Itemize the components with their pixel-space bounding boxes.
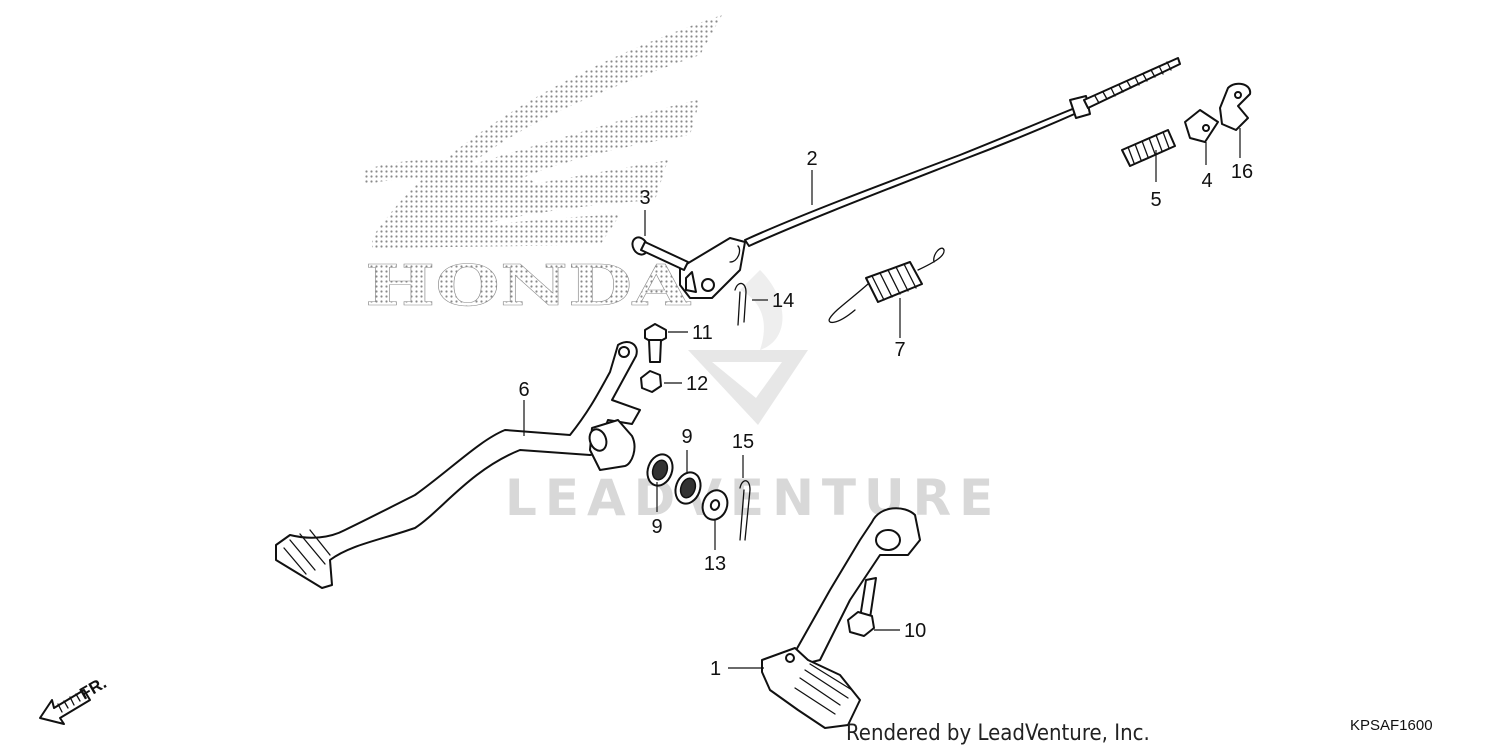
front-arrow-icon (39, 689, 91, 725)
honda-logo-text: HONDA (365, 253, 692, 319)
cotter-pin (734, 282, 747, 326)
clevis-pin (631, 236, 689, 271)
washer (701, 489, 729, 521)
hex-nut (640, 370, 662, 393)
callout-6: 6 (518, 379, 529, 401)
callout-13: 13 (704, 553, 726, 575)
callout-11: 11 (692, 322, 713, 344)
callout-4: 4 (1201, 170, 1212, 192)
dust-seal-lower (674, 471, 702, 505)
brake-rod (679, 57, 1181, 299)
callout-7: 7 (894, 339, 905, 361)
leader-lines (523, 128, 1241, 669)
diagram-code: KPSAF1600 (1350, 717, 1433, 734)
rendered-by-text: Rendered by LeadVenture, Inc. (846, 721, 1150, 746)
leadventure-v-icon (688, 270, 808, 425)
flange-bolt-10 (847, 577, 877, 637)
callout-15: 15 (732, 431, 754, 453)
flange-bolt-11 (644, 323, 667, 363)
dust-seal-upper (646, 453, 674, 487)
adjuster-spring (1121, 129, 1176, 167)
honda-wing-icon (365, 15, 722, 248)
callout-9-lower: 9 (651, 516, 662, 538)
adjusting-nut (1219, 82, 1252, 131)
callout-3: 3 (639, 187, 650, 209)
callout-1: 1 (710, 658, 721, 680)
brake-pedal (275, 341, 641, 589)
gearshift-pedal (761, 507, 921, 729)
callout-2: 2 (806, 148, 817, 170)
watermark-text: LEADVENTURE (505, 469, 1001, 527)
return-spring (828, 247, 945, 323)
callout-16: 16 (1231, 161, 1253, 183)
callout-12: 12 (686, 373, 708, 395)
callout-14: 14 (772, 290, 794, 312)
callout-9-upper: 9 (681, 426, 692, 448)
brake-rod-joint (1184, 109, 1219, 143)
callout-5: 5 (1150, 189, 1161, 211)
callout-10: 10 (904, 620, 926, 642)
cotter-pin-15 (739, 480, 751, 541)
